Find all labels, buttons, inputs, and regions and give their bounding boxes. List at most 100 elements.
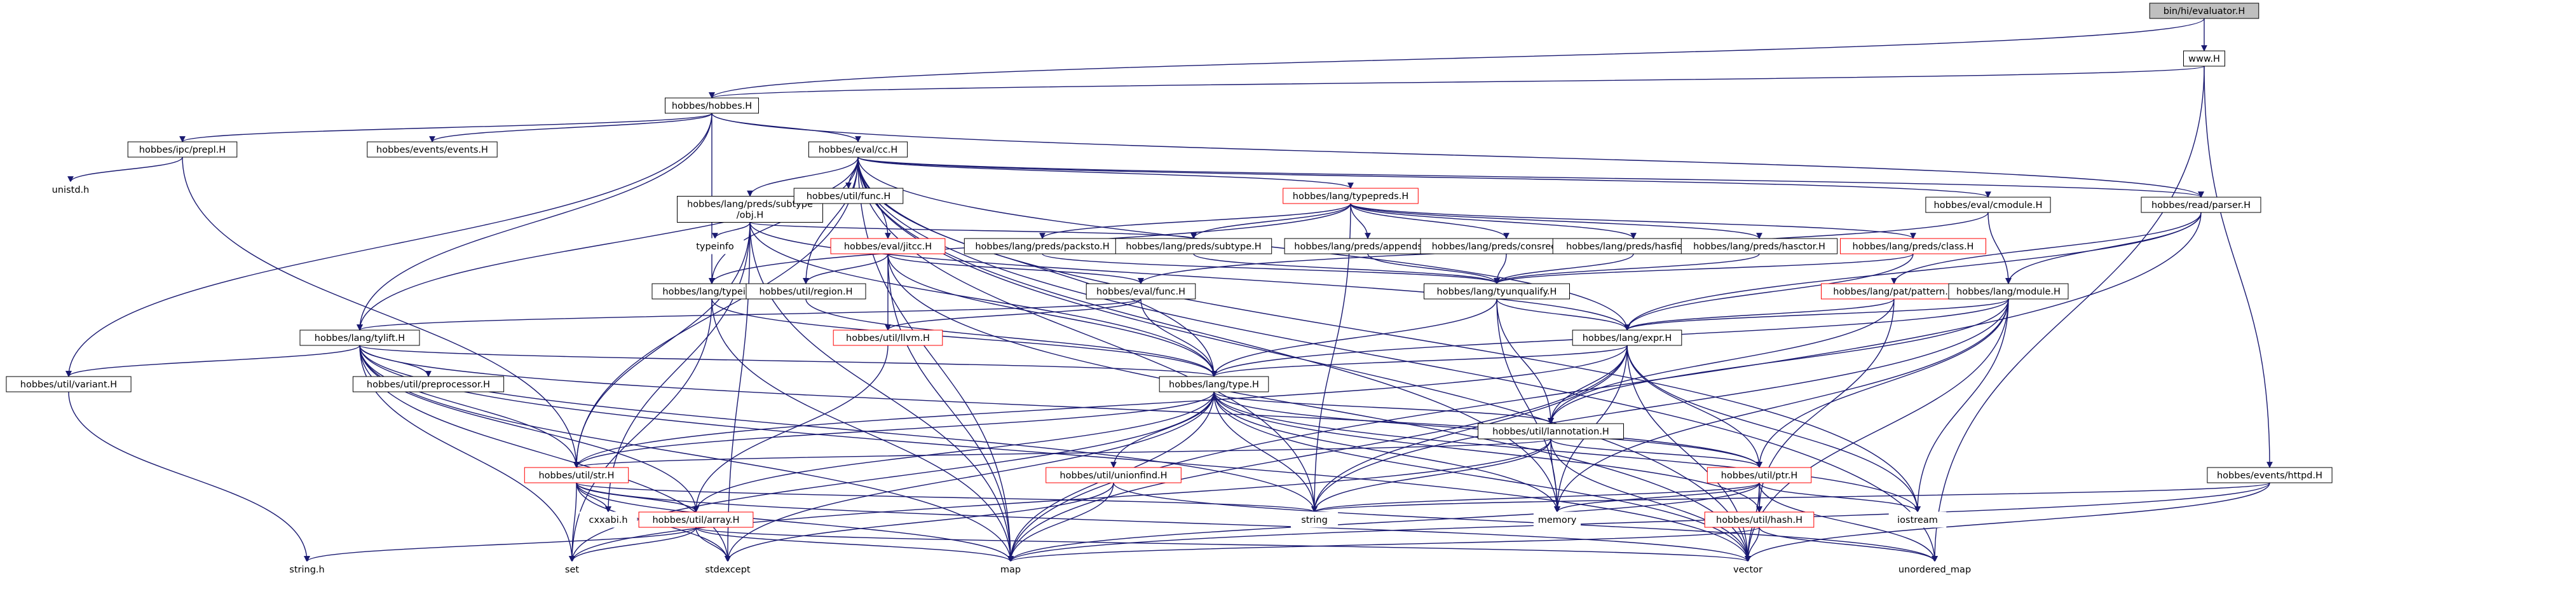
node-hobbes-util-region-h[interactable]: hobbes/util/region.H [746, 283, 866, 300]
node-label: hobbes/util/hash.H [1716, 515, 1803, 525]
node-hobbes-util-ptr-h[interactable]: hobbes/util/ptr.H [1707, 467, 1812, 483]
edge-type-to-stdexcept [725, 391, 1215, 562]
node-hobbes-events-httpd-h[interactable]: hobbes/events/httpd.H [2207, 467, 2333, 483]
edge-expr-to-lannotation [1548, 345, 1628, 424]
edge-ptr-to-string [1311, 482, 1760, 513]
node-hobbes-lang-expr-h[interactable]: hobbes/lang/expr.H [1572, 329, 1682, 346]
node-hobbes-lang-typepreds-h[interactable]: hobbes/lang/typepreds.H [1283, 188, 1419, 204]
node-hobbes-read-parser-h[interactable]: hobbes/read/parser.H [2141, 197, 2261, 213]
node-label: unistd.h [52, 185, 90, 195]
node-box [686, 238, 744, 254]
node-label: iostream [1897, 515, 1938, 525]
node-label: string [1301, 515, 1328, 525]
node-hobbes-util-str-h[interactable]: hobbes/util/str.H [524, 467, 629, 483]
node-label: hobbes/ipc/prepl.H [139, 145, 226, 155]
edge-type-to-set [569, 391, 1215, 562]
node-label: hobbes/lang/type.H [1169, 380, 1259, 390]
edge-type-to-string [1213, 391, 1318, 513]
node-label: typeinfo [696, 242, 734, 252]
node-cxxabi-h: cxxabi.h [579, 511, 637, 528]
node-label: hobbes/lang/expr.H [1583, 333, 1672, 343]
node-label: hobbes/events/events.H [376, 145, 488, 155]
edge-subtype-to-str [573, 222, 751, 468]
node-hobbes-lang-tylift-h[interactable]: hobbes/lang/tylift.H [299, 329, 420, 346]
node-box [1893, 561, 1977, 578]
node-hobbes-hobbes-h[interactable]: hobbes/hobbes.H [665, 97, 759, 114]
edge-jitcc-to-evalfunc [887, 253, 1144, 284]
edge-lannotation-to-set [569, 438, 1551, 562]
node-hobbes-util-func-h[interactable]: hobbes/util/func.H [793, 188, 904, 204]
node-label: hobbes/lang/pat/pattern.H [1833, 287, 1954, 297]
node-hobbes-util-lannotation-h[interactable]: hobbes/util/lannotation.H [1478, 423, 1624, 440]
node-hobbes-lang-preds-class-h[interactable]: hobbes/lang/preds/class.H [1840, 238, 1986, 254]
node-box [524, 467, 629, 483]
node-box [556, 561, 588, 578]
node-hobbes-util-llvm-h[interactable]: hobbes/util/llvm.H [833, 329, 943, 346]
node-hobbes-lang-type-h[interactable]: hobbes/lang/type.H [1159, 376, 1269, 392]
node-hobbes-util-array-h[interactable]: hobbes/util/array.H [638, 511, 754, 528]
edge-tylift-to-string [359, 345, 1318, 513]
edge-lannotation-to-str [573, 438, 1551, 468]
node-hobbes-util-preprocessor-h[interactable]: hobbes/util/preprocessor.H [352, 376, 505, 392]
node-box [830, 238, 946, 254]
edge-tyunqualify-to-expr [1496, 298, 1630, 331]
edge-cc-to-typepreds [857, 156, 1354, 189]
edge-hash-to-map [1007, 527, 1760, 562]
node-label: set [565, 565, 579, 575]
node-hobbes-eval-cmodule-h[interactable]: hobbes/eval/cmodule.H [1925, 197, 2051, 213]
node-label: hobbes/lang/module.H [1956, 287, 2061, 297]
node-hobbes-util-variant-h[interactable]: hobbes/util/variant.H [6, 376, 132, 392]
edge-type-to-iostream [1213, 391, 1921, 513]
edge-evalfunc-to-type [1140, 298, 1217, 377]
node-hobbes-lang-pat-pattern-h[interactable]: hobbes/lang/pat/pattern.H [1821, 283, 1967, 300]
edge-module-to-memory [1554, 298, 2009, 513]
node-hobbes-events-events-h[interactable]: hobbes/events/events.H [367, 141, 498, 158]
node-label: bin/hi/evaluator.H [2164, 6, 2245, 17]
edge-type-to-array [693, 391, 1215, 513]
edge-lannotation-to-string [1311, 438, 1551, 513]
node-hobbes-util-unionfind-h[interactable]: hobbes/util/unionfind.H [1046, 467, 1182, 483]
edge-module-to-lannotation [1548, 298, 2009, 424]
node-hobbes-eval-func-h[interactable]: hobbes/eval/func.H [1086, 283, 1196, 300]
edge-ptr-to-map [1007, 482, 1760, 562]
edge-hobbes-to-variant [65, 113, 712, 377]
edge-array-to-stdexcept [695, 527, 731, 562]
node-hobbes-eval-jitcc-h[interactable]: hobbes/eval/jitcc.H [830, 238, 946, 254]
node-hobbes-lang-preds-packsto-h[interactable]: hobbes/lang/preds/packsto.H [964, 238, 1121, 254]
node-label: hobbes/eval/cc.H [819, 145, 898, 155]
node-label: hobbes/lang/typeid.H [662, 287, 761, 297]
node-hobbes-lang-tyunqualify-h[interactable]: hobbes/lang/tyunqualify.H [1424, 283, 1570, 300]
edge-tyunqualify-to-lannotation [1496, 298, 1554, 424]
node-hobbes-eval-cc-h[interactable]: hobbes/eval/cc.H [808, 141, 908, 158]
node-label: hobbes/eval/cmodule.H [1934, 200, 2043, 211]
edge-hobbes-to-prepl [179, 113, 712, 142]
node-box [638, 511, 754, 528]
node-box [367, 141, 498, 158]
node-hobbes-ipc-prepl-h[interactable]: hobbes/ipc/prepl.H [127, 141, 238, 158]
node-label: hobbes/util/lannotation.H [1492, 427, 1609, 437]
edge-evalfunc-to-llvm [885, 298, 1141, 331]
node-box [1159, 376, 1269, 392]
edge-array-to-vector [695, 527, 1751, 562]
edge-type-to-lannotation [1213, 391, 1554, 424]
edge-type-to-unionfind [1110, 391, 1215, 468]
node-box [2207, 467, 2333, 483]
edge-psubtype-to-tyunqualify [1193, 253, 1500, 284]
node-hobbes-lang-preds-hasctor-h[interactable]: hobbes/lang/preds/hasctor.H [1680, 238, 1838, 254]
node-hobbes-lang-module-h[interactable]: hobbes/lang/module.H [1948, 283, 2069, 300]
edge-tyunqualify-to-memory [1496, 298, 1560, 513]
edge-typepreds-to-hasctor [1350, 203, 1762, 239]
node-label: hobbes/events/httpd.H [2217, 471, 2322, 481]
edge-subtype-to-cxxabi [605, 222, 751, 513]
node-box [1724, 561, 1772, 578]
edge-pattern-to-lannotation [1548, 298, 1895, 424]
node-bin-hi-evaluator-h[interactable]: bin/hi/evaluator.H [2149, 3, 2259, 19]
node-hobbes-lang-preds-subtype-h[interactable]: hobbes/lang/preds/subtype.H [1115, 238, 1272, 254]
edge-jitcc-to-vector [887, 253, 1751, 562]
edge-lannotation-to-vector [1550, 438, 1751, 562]
edge-str-to-array [576, 482, 699, 513]
edge-typepreds-to-string [1311, 203, 1351, 513]
node-hobbes-util-hash-h[interactable]: hobbes/util/hash.H [1704, 511, 1815, 528]
node-www-h[interactable]: www.H [2183, 50, 2225, 67]
